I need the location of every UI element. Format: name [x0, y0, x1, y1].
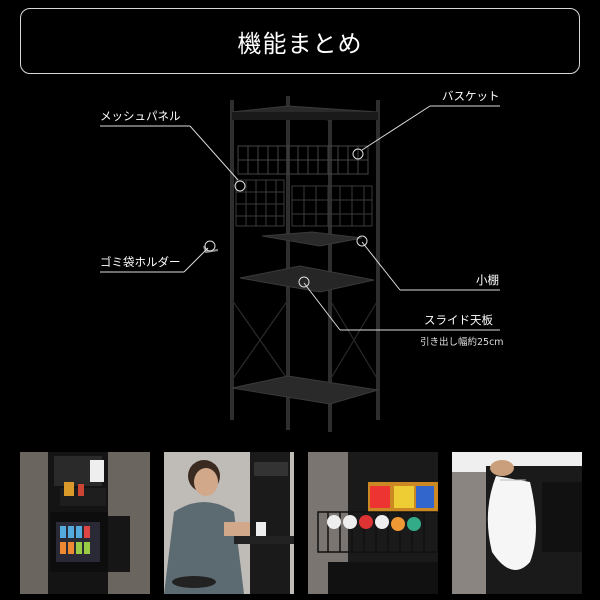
photo-fridge: [20, 452, 150, 594]
callout-slide-note: 引き出し幅約25cm: [420, 337, 504, 348]
photo-man: [164, 452, 294, 594]
callout-trash-bag-holder: ゴミ袋ホルダー: [100, 255, 181, 269]
callout-small-shelf: 小棚: [476, 273, 499, 287]
callout-slide-top: スライド天板: [424, 313, 493, 327]
callout-basket: バスケット: [442, 89, 500, 103]
rack-illustration: [100, 96, 500, 432]
photo-trash-bag: [452, 452, 582, 594]
callout-mesh-panel: メッシュパネル: [100, 109, 181, 123]
title-box: 機能まとめ: [20, 8, 580, 74]
photo-basket: [308, 452, 438, 594]
page-title: 機能まとめ: [237, 29, 363, 58]
